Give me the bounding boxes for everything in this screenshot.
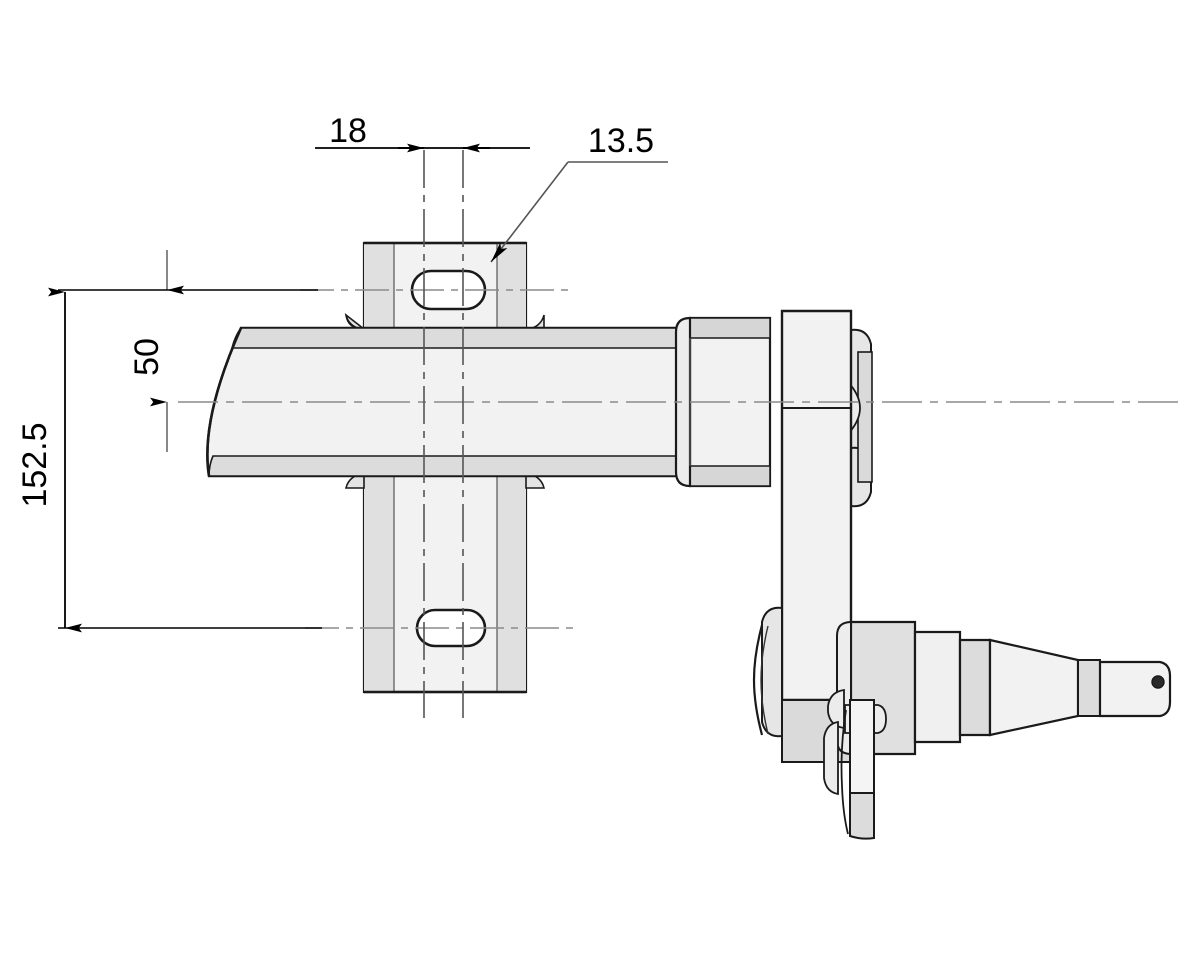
dimension-50-label: 50 <box>128 338 166 376</box>
part-geometry <box>206 241 1172 840</box>
dimension-50: 50 <box>128 250 184 452</box>
dimension-152-5: 152.5 <box>16 287 322 633</box>
dimension-annotations: 18 13.5 50 152.5 <box>16 112 668 633</box>
dimension-18-label: 18 <box>329 112 367 150</box>
mounting-bracket <box>344 241 546 694</box>
dimension-18: 18 <box>315 112 530 153</box>
steering-lever <box>823 688 887 840</box>
spindle <box>836 620 1172 756</box>
centerlines <box>178 150 1185 718</box>
dimension-152-5-label: 152.5 <box>16 422 54 507</box>
dimension-13-5-label: 13.5 <box>588 122 654 160</box>
dimension-13-5: 13.5 <box>490 122 668 263</box>
